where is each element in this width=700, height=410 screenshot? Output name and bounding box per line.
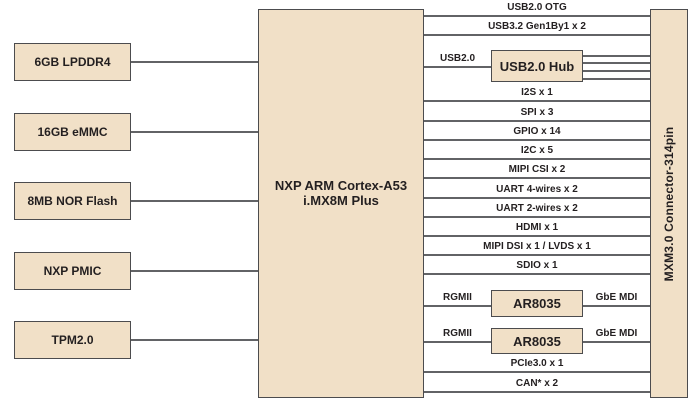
block-lpddr4: 6GB LPDDR4	[14, 43, 131, 81]
block-nor-flash-label: 8MB NOR Flash	[27, 194, 118, 208]
block-eth-phy-2: AR8035	[491, 328, 583, 354]
block-emmc-label: 16GB eMMC	[37, 125, 108, 139]
block-tpm-label: TPM2.0	[51, 333, 94, 347]
wire-mipi-dsi-lvds	[424, 254, 650, 256]
wire-gpio	[424, 139, 650, 141]
wire-tpm	[131, 339, 258, 341]
eth-phy-2-label: AR8035	[513, 333, 561, 349]
wire-spi	[424, 120, 650, 122]
block-tpm: TPM2.0	[14, 321, 131, 359]
bus-label-usb2-otg: USB2.0 OTG	[507, 2, 567, 13]
wire-uart4	[424, 197, 650, 199]
wire-usb2-otg	[424, 15, 650, 17]
bus-label-gbe-mdi-1: GbE MDI	[595, 292, 638, 303]
bus-label-usb2: USB2.0	[439, 53, 475, 64]
wire-hub-out-1	[583, 55, 650, 57]
bus-label-usb3: USB3.2 Gen1By1 x 2	[488, 21, 586, 32]
bus-label-i2s: I2S x 1	[521, 87, 553, 98]
eth-phy-1-label: AR8035	[513, 296, 561, 311]
bus-label-mipi-dsi-lvds: MIPI DSI x 1 / LVDS x 1	[483, 241, 591, 252]
wire-pcie	[424, 371, 650, 373]
bus-label-sdio: SDIO x 1	[516, 260, 558, 271]
wire-hub-out-3	[583, 70, 650, 72]
wire-hdmi	[424, 235, 650, 237]
wire-hub-out-4	[583, 78, 650, 80]
wire-rgmii-1	[424, 305, 491, 307]
block-emmc: 16GB eMMC	[14, 113, 131, 151]
block-lpddr4-label: 6GB LPDDR4	[34, 55, 111, 69]
wire-can	[424, 391, 650, 393]
usb-hub-label: USB2.0 Hub	[499, 58, 575, 74]
wire-i2s	[424, 100, 650, 102]
wire-lpddr4	[131, 61, 258, 63]
bus-label-rgmii-2: RGMII	[443, 328, 472, 339]
bus-label-uart4: UART 4-wires x 2	[496, 184, 578, 195]
wire-nor-flash	[131, 200, 258, 202]
wire-sdio	[424, 273, 650, 275]
cpu-label-line2: i.MX8M Plus	[303, 193, 379, 208]
bus-label-i2c: I2C x 5	[520, 145, 554, 156]
wire-gbe-mdi-2	[583, 341, 650, 343]
block-cpu: NXP ARM Cortex-A53 i.MX8M Plus	[258, 9, 424, 398]
bus-label-uart2: UART 2-wires x 2	[496, 203, 578, 214]
cpu-label-line1: NXP ARM Cortex-A53	[274, 178, 408, 193]
bus-label-gpio: GPIO x 14	[513, 126, 561, 137]
wire-usb3	[424, 34, 650, 36]
wire-usb2-to-hub	[424, 66, 491, 68]
wire-gbe-mdi-1	[583, 305, 650, 307]
block-pmic: NXP PMIC	[14, 252, 131, 290]
bus-label-mipi-csi: MIPI CSI x 2	[508, 164, 566, 175]
block-pmic-label: NXP PMIC	[43, 264, 102, 278]
bus-label-rgmii-1: RGMII	[443, 292, 472, 303]
wire-hub-out-2	[583, 62, 650, 64]
bus-label-spi: SPI x 3	[520, 107, 554, 118]
wire-pmic	[131, 270, 258, 272]
wire-mipi-csi	[424, 177, 650, 179]
mxm-connector-label: MXM3.0 Connector-314pin	[662, 126, 676, 281]
bus-label-gbe-mdi-2: GbE MDI	[595, 328, 638, 339]
wire-uart2	[424, 216, 650, 218]
bus-label-can: CAN* x 2	[515, 378, 559, 389]
block-nor-flash: 8MB NOR Flash	[14, 182, 131, 220]
wire-rgmii-2	[424, 341, 491, 343]
wire-i2c	[424, 158, 650, 160]
wire-emmc	[131, 131, 258, 133]
block-eth-phy-1: AR8035	[491, 290, 583, 317]
bus-label-hdmi: HDMI x 1	[515, 222, 559, 233]
bus-label-pcie: PCIe3.0 x 1	[510, 358, 564, 369]
cpu-label: NXP ARM Cortex-A53 i.MX8M Plus	[259, 178, 423, 208]
block-usb-hub: USB2.0 Hub	[491, 50, 583, 82]
block-mxm-connector: MXM3.0 Connector-314pin	[650, 9, 688, 398]
